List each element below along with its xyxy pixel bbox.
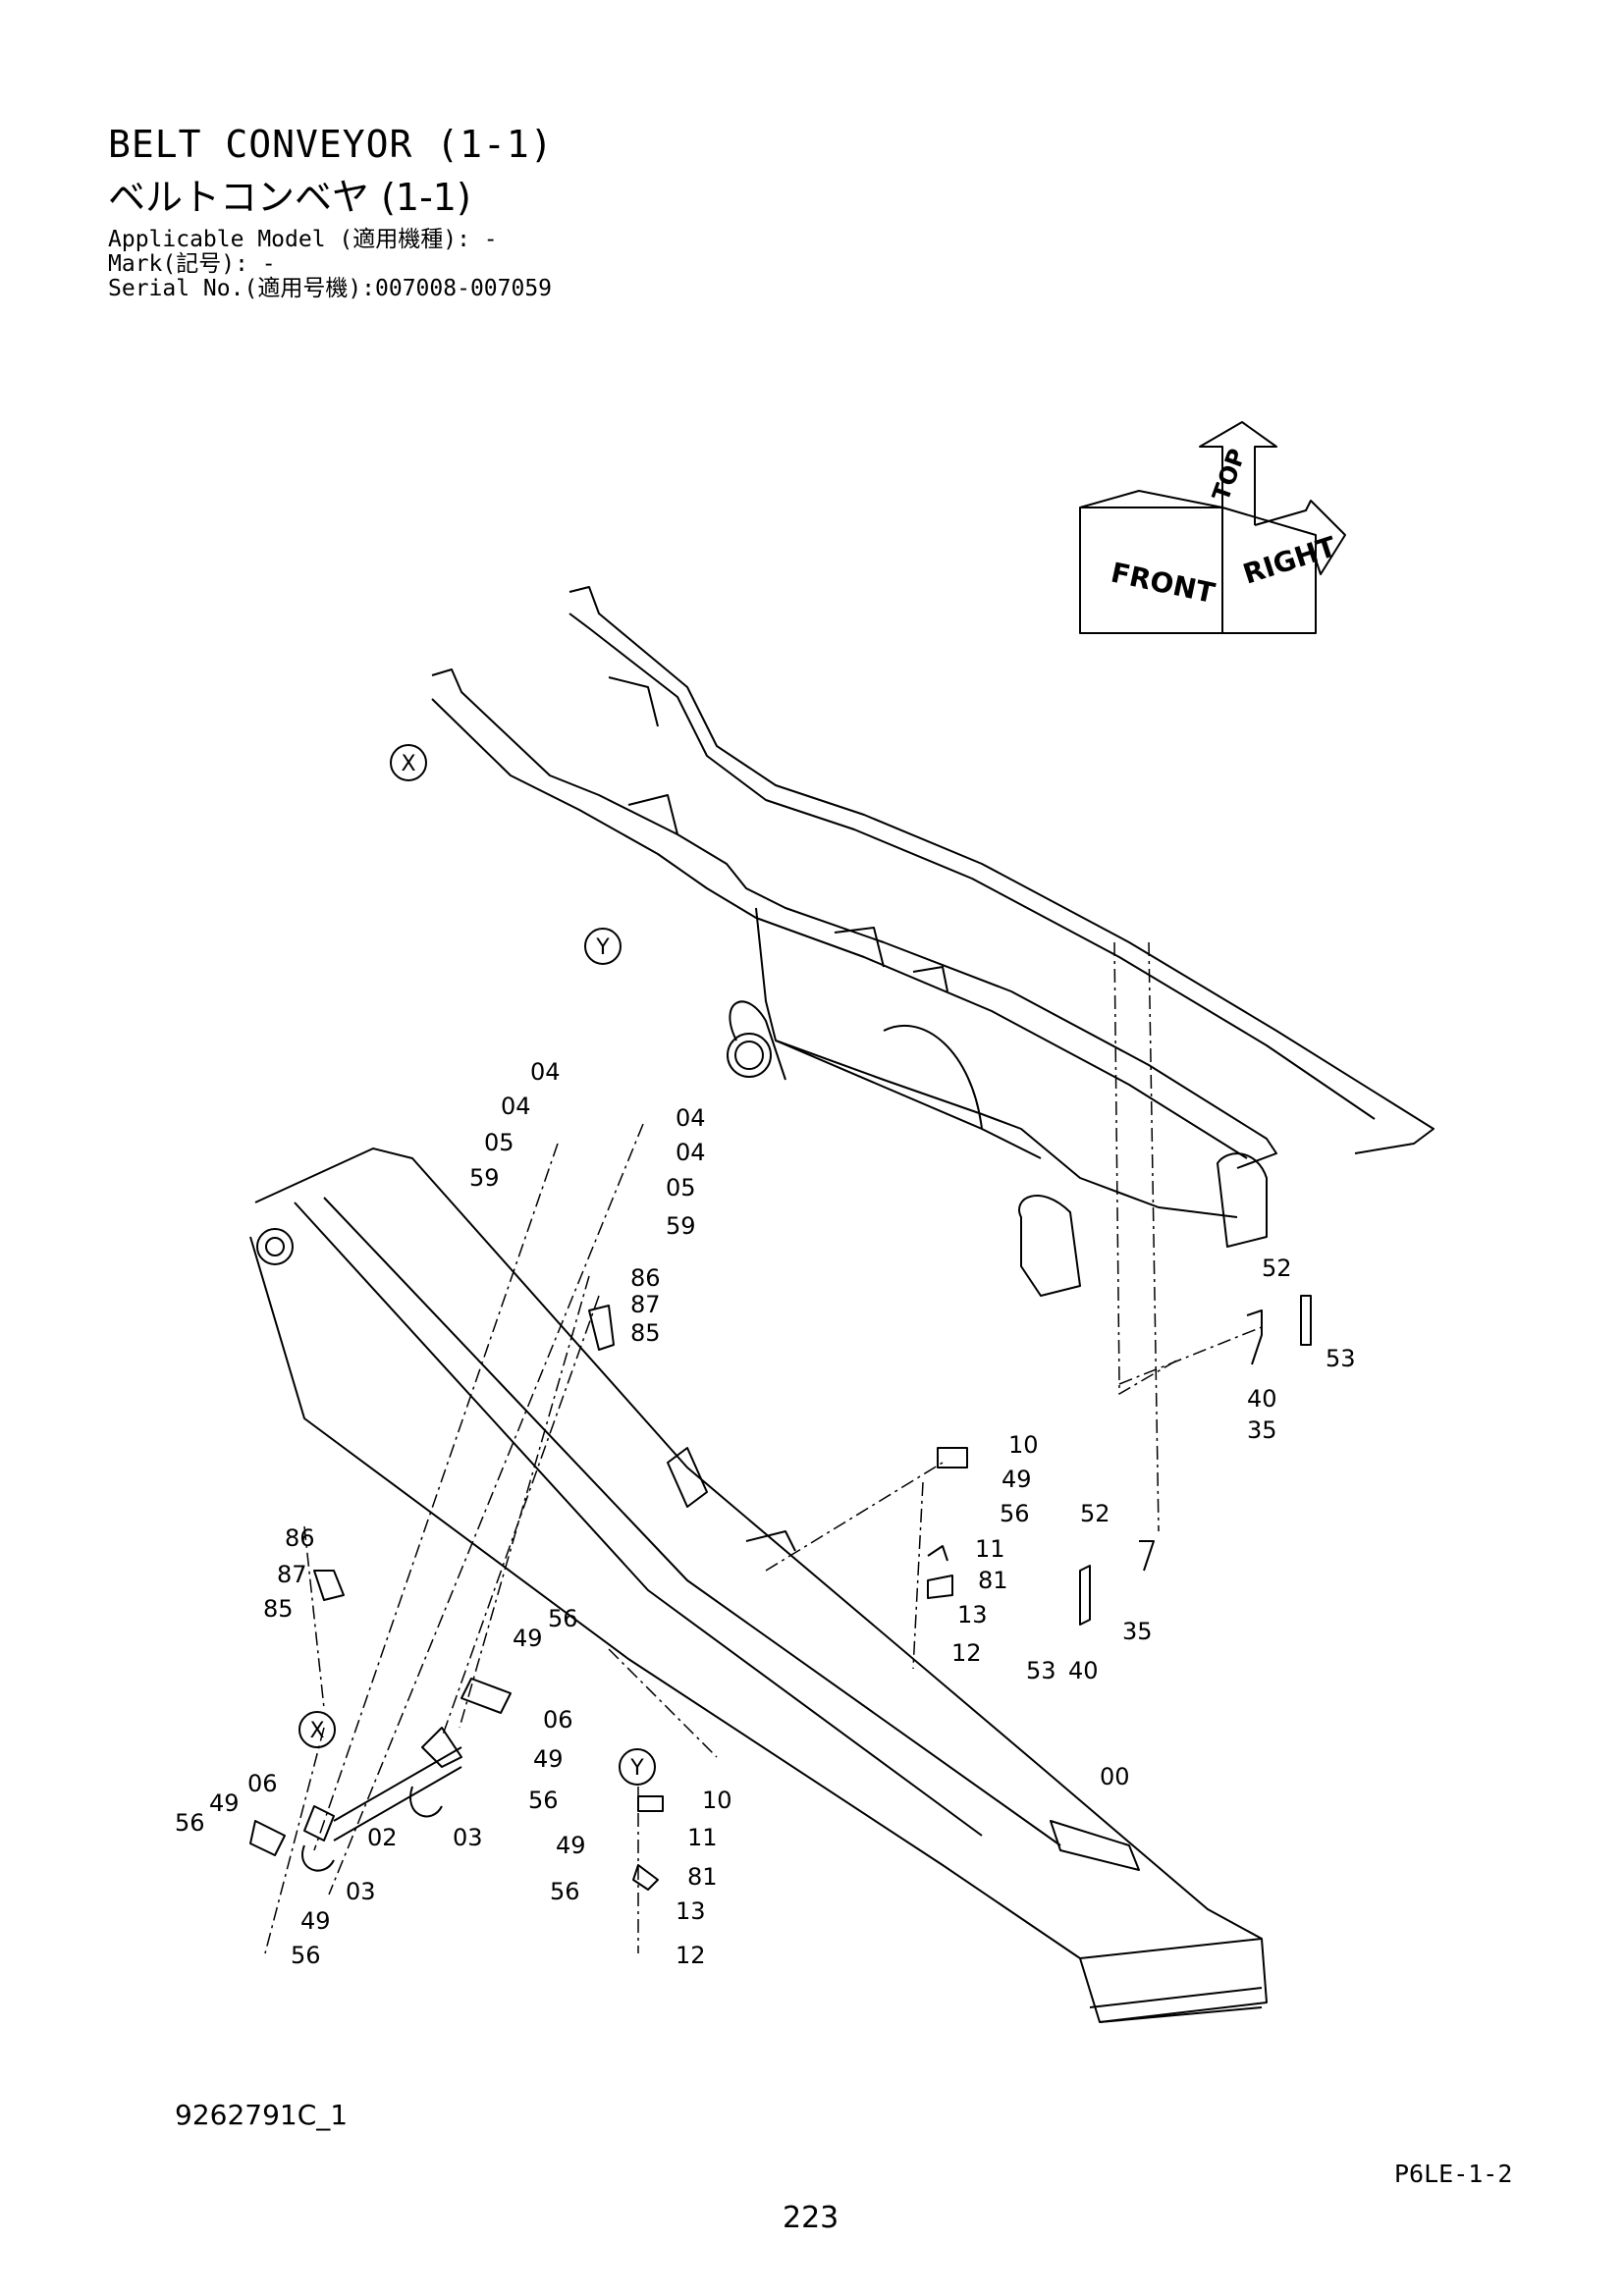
part-number-label: 04 xyxy=(530,1058,561,1086)
part-number-label: 13 xyxy=(957,1601,988,1629)
leader-lines xyxy=(264,941,1268,1954)
part-number-label: 81 xyxy=(978,1567,1008,1594)
part-number-label: 06 xyxy=(247,1770,278,1797)
part-number-label: 87 xyxy=(630,1291,661,1318)
part-number-label: 49 xyxy=(300,1907,331,1935)
part-number-label: 59 xyxy=(666,1212,696,1240)
part-number-label: 49 xyxy=(209,1789,240,1817)
part-number-label: 81 xyxy=(687,1863,718,1891)
title-japanese: ベルトコンベヤ (1-1) xyxy=(108,176,471,219)
part-number-label: 06 xyxy=(543,1706,573,1734)
part-number-label: 56 xyxy=(548,1605,578,1632)
part-number-label: 56 xyxy=(175,1809,205,1837)
conveyor-boom xyxy=(249,1148,1268,2023)
part-number-label: 02 xyxy=(367,1824,398,1851)
part-number-label: 11 xyxy=(687,1824,718,1851)
serial-number: Serial No.(適用号機):007008-007059 xyxy=(108,276,553,301)
part-number-label: 53 xyxy=(1026,1657,1056,1684)
part-number-label: 49 xyxy=(533,1745,564,1773)
part-number-label: 10 xyxy=(1008,1431,1039,1459)
part-number-label: 03 xyxy=(453,1824,483,1851)
front-label: FRONT xyxy=(1109,557,1218,611)
part-number-label: 86 xyxy=(630,1264,661,1292)
view-markers: X Y X Y xyxy=(309,752,644,1781)
applicable-model: Applicable Model (適用機種): - xyxy=(108,227,498,252)
part-number-label: 40 xyxy=(1247,1385,1277,1413)
part-number-label: 00 xyxy=(1100,1763,1130,1790)
part-number-label: 56 xyxy=(1000,1500,1030,1527)
part-number-label: 49 xyxy=(556,1832,586,1859)
view-marker-x: X xyxy=(401,752,415,776)
part-number-label: 05 xyxy=(666,1174,696,1201)
sheet-code: P6LE-1-2 xyxy=(1394,2160,1513,2188)
right-label: RIGHT xyxy=(1239,530,1340,591)
part-number-label: 86 xyxy=(285,1524,315,1552)
part-number-label: 35 xyxy=(1247,1416,1277,1444)
part-number-label: 49 xyxy=(513,1625,543,1652)
view-marker-y: Y xyxy=(629,1756,644,1781)
part-number-label: 85 xyxy=(630,1319,661,1347)
part-number-label: 04 xyxy=(501,1093,531,1120)
orientation-cube: FRONT RIGHT TOP xyxy=(1079,421,1346,634)
view-marker-y: Y xyxy=(595,935,610,960)
part-number-label: 40 xyxy=(1068,1657,1099,1684)
part-number-label: 11 xyxy=(975,1535,1005,1563)
part-number-label: 53 xyxy=(1326,1345,1356,1372)
part-number-label: 87 xyxy=(277,1561,307,1588)
part-number-label: 05 xyxy=(484,1129,514,1156)
part-number-label: 56 xyxy=(528,1787,559,1814)
part-number-label: 13 xyxy=(676,1897,706,1925)
part-number-label: 10 xyxy=(702,1787,732,1814)
top-label: TOP xyxy=(1207,445,1251,505)
part-number-label: 52 xyxy=(1262,1255,1292,1282)
part-number-label: 85 xyxy=(263,1595,294,1623)
mark: Mark(記号): - xyxy=(108,251,276,277)
part-number-label: 35 xyxy=(1122,1618,1153,1645)
part-labels: 0404055904040559868785525340351049561181… xyxy=(175,1058,1356,1969)
drawing-code: 9262791C_1 xyxy=(175,2099,349,2131)
upper-frame xyxy=(431,586,1435,1297)
part-number-label: 04 xyxy=(676,1104,706,1132)
part-number-label: 52 xyxy=(1080,1500,1110,1527)
title-english: BELT CONVEYOR (1-1) xyxy=(108,123,554,166)
part-number-label: 03 xyxy=(346,1878,376,1905)
small-parts xyxy=(249,1295,1312,1891)
part-number-label: 59 xyxy=(469,1164,500,1192)
page-number: 223 xyxy=(783,2201,839,2235)
part-number-label: 56 xyxy=(550,1878,580,1905)
part-number-label: 12 xyxy=(951,1639,982,1667)
part-number-label: 56 xyxy=(291,1942,321,1969)
part-number-label: 04 xyxy=(676,1139,706,1166)
view-marker-x: X xyxy=(309,1719,324,1743)
part-number-label: 12 xyxy=(676,1942,706,1969)
part-number-label: 49 xyxy=(1001,1466,1032,1493)
